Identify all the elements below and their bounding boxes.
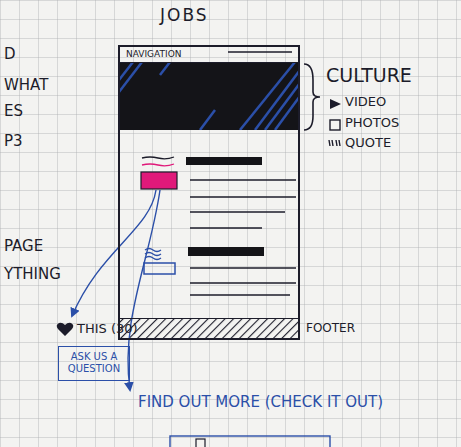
photo-icon [330, 120, 340, 130]
sketch-label: PAGE [4, 238, 43, 255]
ask-question-box: ASK US A QUESTION [58, 346, 130, 381]
sketch-label: P3 [4, 133, 23, 150]
content-block [144, 247, 296, 295]
sketch-label: QUOTE [345, 136, 391, 151]
sketch-label: YTHING [4, 266, 61, 283]
quote-icon [329, 140, 340, 146]
node-text: ASK US A QUESTION [59, 347, 129, 378]
sketch-label: D [4, 46, 16, 63]
content-block [141, 157, 296, 228]
leader-arrow [72, 190, 156, 316]
bracket [304, 64, 320, 130]
footer-band: FOOTER [120, 318, 298, 340]
sketch-label: CULTURE [326, 65, 412, 87]
cropped-box [170, 436, 330, 447]
node-text: FOOTER [306, 322, 355, 336]
node-text: NAVIGATION [126, 49, 182, 59]
video-icon [330, 99, 341, 109]
hero-band [119, 62, 299, 130]
leader-arrow [128, 190, 160, 390]
heart-icon [57, 323, 74, 336]
page-wireframe: JOBSNAVIGATIONFOOTER [118, 45, 300, 340]
node-text: JOBS [160, 6, 209, 26]
sketch-label: WHAT [4, 77, 48, 94]
sketch-label: PHOTOS [345, 116, 399, 131]
nav-line [228, 51, 292, 53]
cropped-box [196, 439, 205, 447]
footer-hatch [119, 318, 299, 338]
sketch-label: ES [4, 103, 23, 120]
sketch-label: FIND OUT MORE (CHECK IT OUT) [138, 394, 383, 411]
navigation-bar: NAVIGATION [120, 47, 298, 63]
sketch-label: VIDEO [345, 95, 386, 110]
sketch-label: THIS (30) [77, 322, 138, 337]
